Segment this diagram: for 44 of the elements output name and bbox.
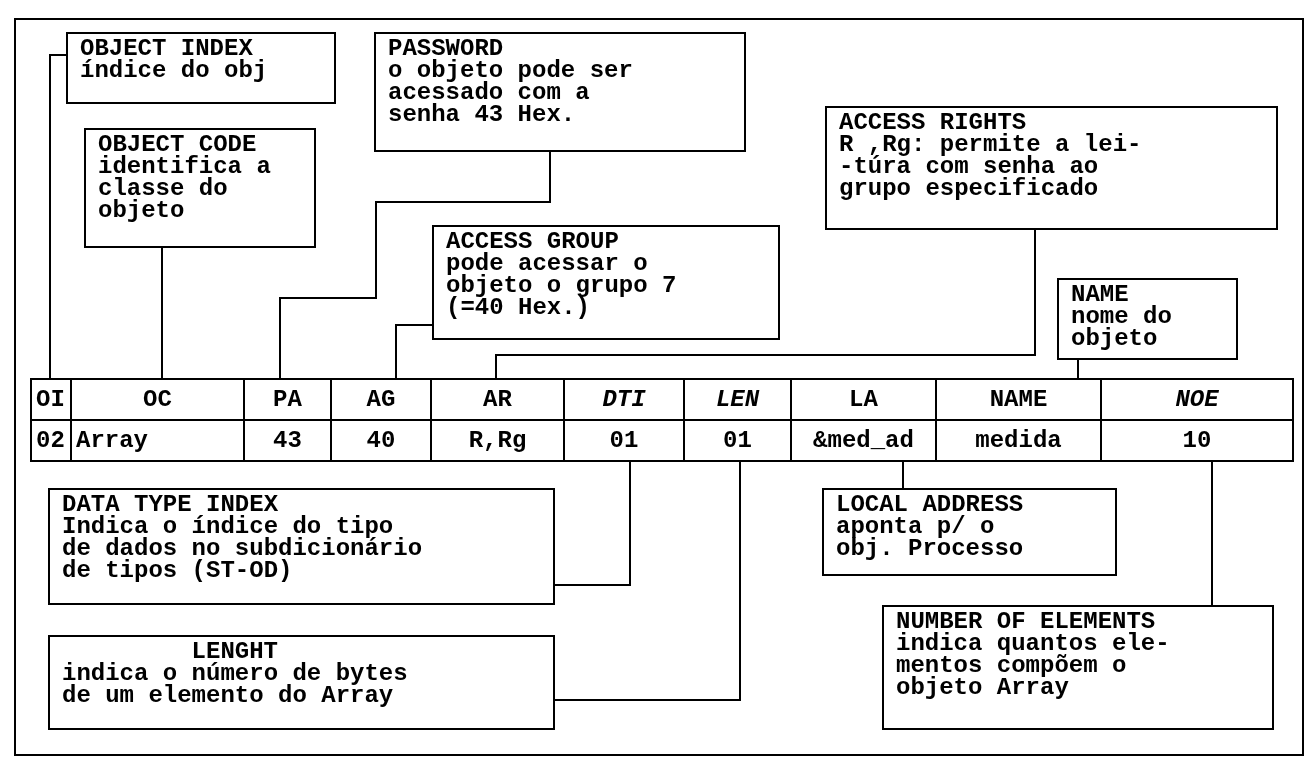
callout-heading: LOCAL ADDRESS <box>836 494 1025 516</box>
callout-box <box>822 488 1117 576</box>
callout-heading: LENGHT <box>190 641 280 663</box>
table-cell: 02 <box>30 419 72 462</box>
callout-heading: ACCESS GROUP <box>446 231 620 253</box>
callout-box <box>48 635 555 730</box>
callout-box <box>432 225 780 340</box>
leader-line <box>395 324 433 379</box>
callout-box <box>374 32 746 152</box>
leader-line <box>279 151 551 379</box>
table-cell: 10 <box>1100 419 1294 462</box>
callout-heading: NUMBER OF ELEMENTS <box>896 611 1156 633</box>
callout-text: aponta p/ o obj. Processo <box>836 516 1025 560</box>
callout-heading: OBJECT CODE <box>98 134 258 156</box>
callout-heading: OBJECT INDEX <box>80 38 253 60</box>
callout-text: Indica o índice do tipo de dados no subdicionário de tipos (ST-OD) <box>62 516 423 582</box>
callout-box <box>1057 278 1238 360</box>
callout-heading: PASSWORD <box>388 38 505 60</box>
callout-text: indica quantos ele- mentos compõem o objeto Array <box>896 633 1170 699</box>
callout-text: índice do obj <box>80 60 268 82</box>
callout-heading: NAME <box>1071 284 1130 306</box>
leader-line <box>554 461 631 586</box>
leader-line <box>495 229 1036 379</box>
callout-box <box>825 106 1278 230</box>
column-header: NOE <box>1100 378 1294 421</box>
leader-line <box>1077 359 1079 379</box>
leader-line <box>161 247 163 379</box>
callout-box <box>48 488 555 605</box>
callout-heading: DATA TYPE INDEX <box>62 494 280 516</box>
callout-text: R ,Rg: permite a lei- -túra com senha ao grupo especificado <box>839 134 1142 200</box>
callout-box <box>882 605 1274 730</box>
callout-box <box>84 128 316 248</box>
callout-text: o objeto pode ser acessado com a senha 43 Hex. <box>388 60 633 126</box>
leader-line <box>902 461 904 489</box>
column-header: OI <box>30 378 72 421</box>
leader-line <box>49 54 67 379</box>
leader-line <box>1211 461 1213 606</box>
leader-line <box>554 461 741 701</box>
callout-text: nome do objeto <box>1071 306 1173 350</box>
callout-box <box>66 32 336 104</box>
callout-text: pode acessar o objeto o grupo 7 (=40 Hex.) <box>446 253 677 319</box>
callout-text: indica o número de bytes de um elemento do Array <box>62 663 408 707</box>
callout-text: identifica a classe do objeto <box>98 156 271 222</box>
callout-heading: ACCESS RIGHTS <box>839 112 1027 134</box>
